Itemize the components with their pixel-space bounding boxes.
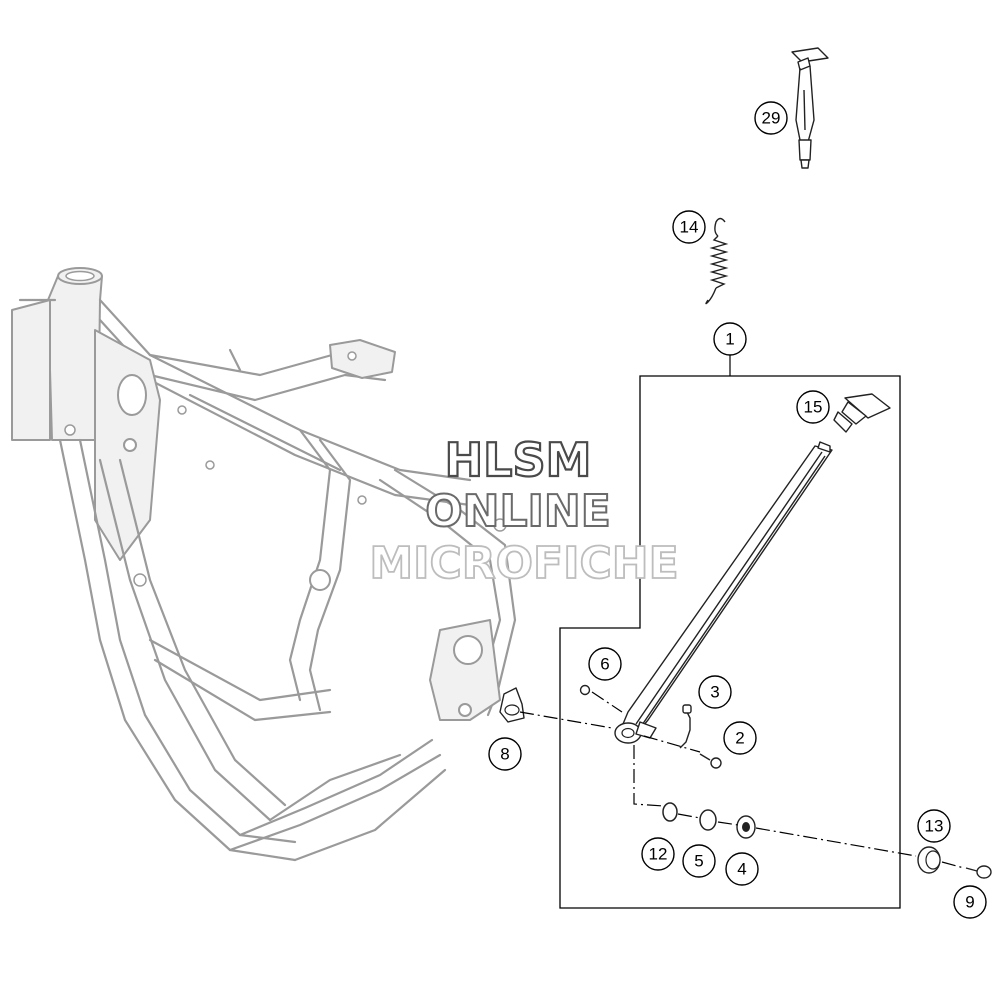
callout-8: 8 bbox=[488, 737, 522, 771]
callout-13-label: 13 bbox=[925, 817, 944, 836]
callout-29: 29 bbox=[754, 101, 788, 135]
callout-12: 12 bbox=[641, 837, 675, 871]
nut-part-6 bbox=[579, 684, 591, 696]
callout-1: 1 bbox=[713, 322, 747, 356]
callout-3: 3 bbox=[698, 675, 732, 709]
bushing-part-4 bbox=[736, 815, 756, 839]
spring-part-14 bbox=[705, 217, 729, 305]
screw-part-9 bbox=[965, 865, 992, 879]
callout-12-label: 12 bbox=[649, 845, 668, 864]
callout-9-label: 9 bbox=[965, 893, 974, 912]
callout-15: 15 bbox=[796, 390, 830, 424]
foot-pad-part-15 bbox=[833, 393, 891, 433]
callout-9: 9 bbox=[953, 885, 987, 919]
callout-5: 5 bbox=[682, 844, 716, 878]
ring-part-12 bbox=[662, 802, 678, 822]
callout-5-label: 5 bbox=[694, 852, 703, 871]
side-stand bbox=[614, 441, 833, 744]
callout-1-label: 1 bbox=[725, 330, 734, 349]
callout-8-label: 8 bbox=[500, 745, 509, 764]
assembly-lines bbox=[519, 691, 965, 869]
part-group-outline bbox=[559, 375, 901, 909]
motorcycle-frame bbox=[11, 267, 517, 862]
callout-13: 13 bbox=[917, 809, 951, 843]
watermark-line-2: ONLINE bbox=[425, 486, 611, 537]
callout-4: 4 bbox=[725, 852, 759, 886]
bolt-part-2 bbox=[699, 753, 722, 769]
callout-4-label: 4 bbox=[737, 860, 746, 879]
sleeve-part-13 bbox=[917, 846, 941, 874]
callout-6: 6 bbox=[588, 647, 622, 681]
watermark-line-1: HLSM bbox=[445, 433, 592, 487]
tool-part-29 bbox=[791, 47, 829, 169]
callout-3-label: 3 bbox=[710, 683, 719, 702]
callout-6-label: 6 bbox=[600, 655, 609, 674]
sensor-part-3 bbox=[679, 704, 692, 749]
callout-14-label: 14 bbox=[680, 218, 699, 237]
callout-15-label: 15 bbox=[804, 398, 823, 417]
callout-14: 14 bbox=[672, 210, 706, 244]
washer-part-5 bbox=[699, 809, 717, 831]
callout-2-label: 2 bbox=[735, 729, 744, 748]
watermark: HLSM ONLINE MICROFICHE bbox=[368, 432, 679, 590]
bracket-part-8 bbox=[499, 687, 525, 723]
watermark-line-3: MICROFICHE bbox=[369, 538, 678, 589]
callout-29-label: 29 bbox=[762, 109, 781, 128]
callout-2: 2 bbox=[723, 721, 757, 755]
